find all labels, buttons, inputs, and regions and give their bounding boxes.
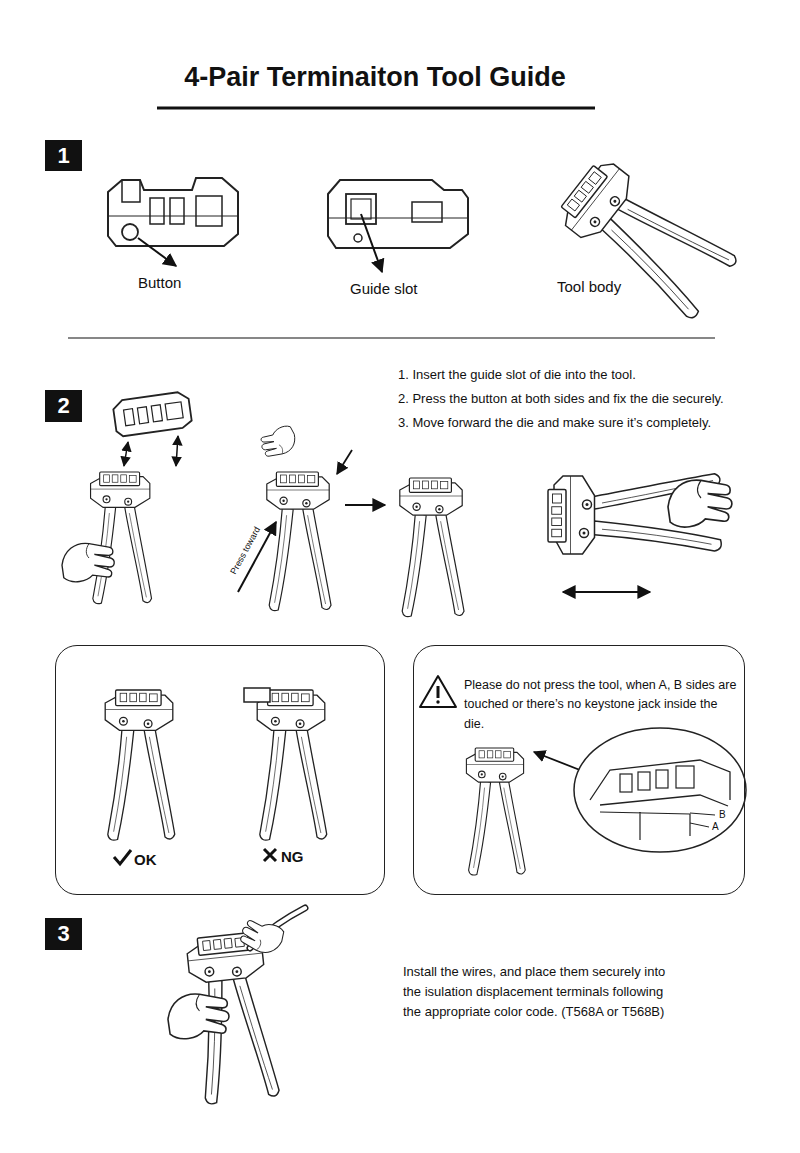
die-with-guide-slot [346,194,376,224]
double-arrow [124,442,128,466]
part-label: Guide slot [350,279,440,299]
part-label: A [712,820,724,833]
die [112,391,192,437]
warning-icon [420,676,456,707]
separator [68,337,715,338]
step-number: 2 [57,395,69,417]
tool [267,472,331,611]
die-with-button [170,198,184,224]
part-label: Tool body [557,277,647,297]
die-with-button [108,178,238,246]
zoom-detail [690,813,715,815]
double-arrow [563,591,650,593]
step-number-box: 2 [45,390,82,422]
zoom-detail [690,823,709,827]
die-with-guide-slot [328,218,468,219]
die-with-guide-slot [328,180,468,248]
die [112,391,192,437]
step-number-box: 3 [45,918,82,950]
tool [466,748,525,875]
panel-text: NG [281,845,325,868]
step-arrow [345,504,385,506]
hand [668,480,732,527]
step-number: 3 [57,923,69,945]
hand [62,543,114,581]
panel-text: OK [134,848,178,871]
zoom-detail [600,812,690,840]
leader-arrow [138,238,176,266]
zoom-detail [590,760,730,800]
rounded-panel: OK NG [55,645,385,895]
instruction-step: 3. Move forward the die and make sure it… [398,415,793,432]
hand [258,424,299,460]
title-underline [157,107,595,110]
tool [400,478,464,617]
die-with-button [122,224,138,240]
press-arrow [337,450,352,474]
die-with-guide-slot [412,202,442,222]
zoom-detail [656,770,668,788]
hand [168,994,229,1039]
panel-text: Please do not press the tool, when A, B … [464,676,741,734]
die-with-guide-slot [328,180,468,248]
die-with-guide-slot [354,234,362,242]
die-with-button [150,198,164,224]
instruction-step: 2. Press the button at both sides and fi… [398,391,793,408]
part-label: Button [138,273,208,293]
warning-icon [436,700,439,703]
tool [257,690,327,840]
zoom-detail [574,728,746,852]
part-label: B [719,808,731,821]
zoom-detail [600,795,728,806]
page-title: 4-Pair Terminaiton Tool Guide [150,62,600,93]
warning-icon [437,686,440,698]
die-with-button [108,178,238,246]
tool [105,690,175,840]
tool-body [554,153,740,323]
die-with-button [108,216,238,217]
instruction-note: Install the wires, and place them secure… [403,962,681,1022]
die-with-button [196,196,222,226]
instruction-step: 1. Insert the guide slot of die into the… [398,367,793,384]
check-mark [114,850,131,864]
cross-mark [264,849,276,861]
zoom-detail [620,774,632,792]
rounded-panel: Please do not press the tool, when A, B … [413,645,745,895]
zoom-detail [574,728,746,852]
warning-icon [420,676,456,707]
step-number: 1 [57,145,69,167]
hand [238,916,286,958]
step-number-box: 1 [45,140,82,171]
double-arrow [176,436,178,466]
zoom-detail [638,772,650,790]
die-offset [244,688,270,702]
die-with-button [122,180,140,202]
zoom-detail [676,766,694,788]
tool [91,472,152,604]
leader-arrow [361,214,382,272]
zoom-arrow [534,752,585,772]
part-label: Press toward [227,522,266,580]
